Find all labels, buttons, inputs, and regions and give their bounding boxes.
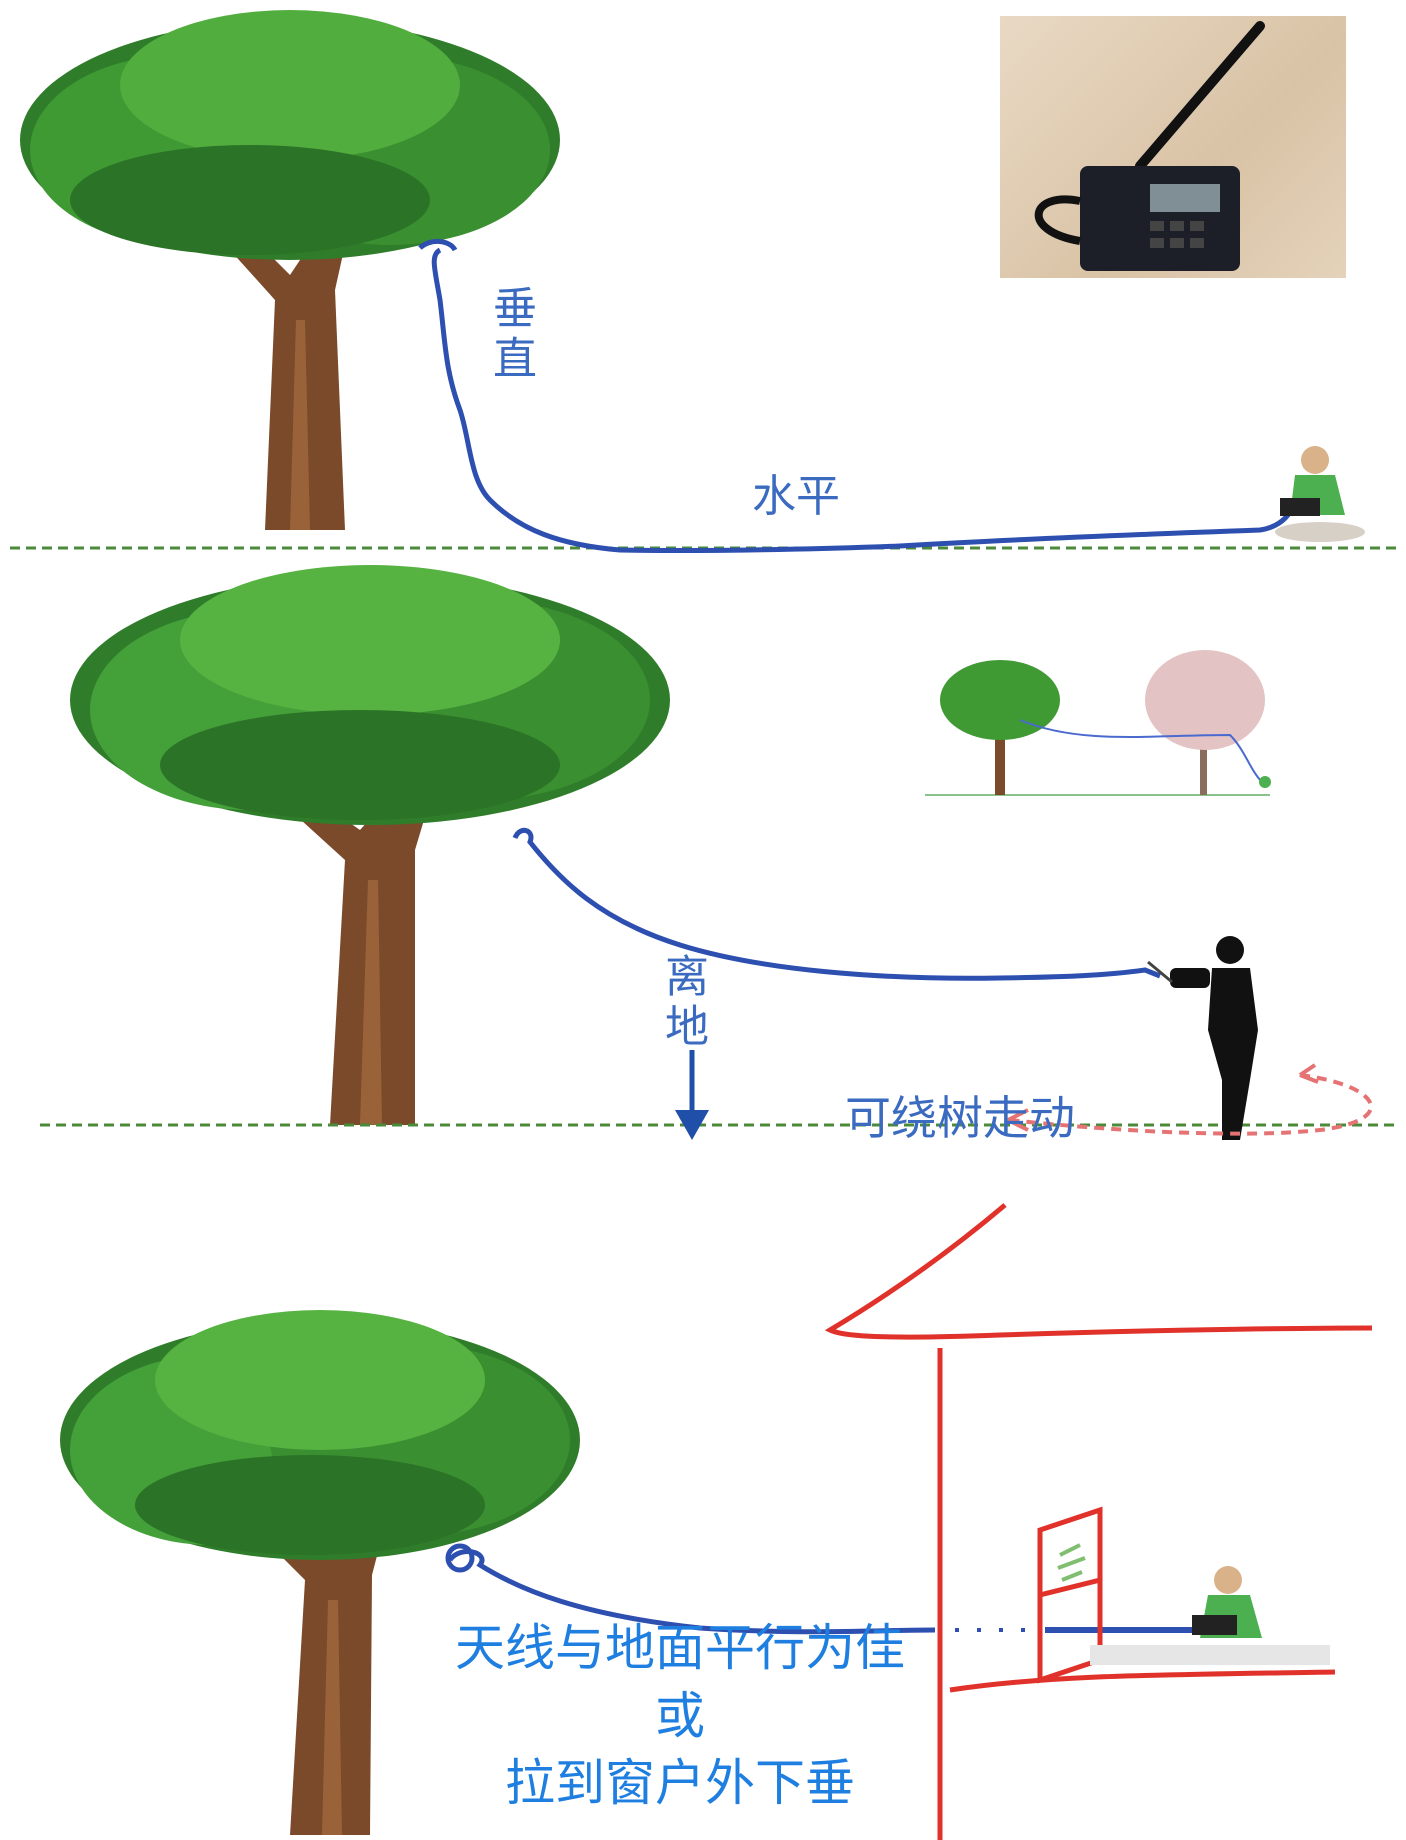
note-block: 天线与地面平行为佳 或 拉到窗户外下垂	[420, 1615, 940, 1818]
sitting-person-1	[1275, 446, 1365, 542]
antenna-wire-1	[431, 247, 1293, 554]
note-line-2: 或	[655, 1686, 705, 1745]
panel-horizontal-setup: 垂直 水平	[0, 0, 1406, 560]
window-glass	[1057, 1543, 1086, 1582]
label-walk-around: 可绕树走动	[845, 1091, 1075, 1145]
down-arrow	[675, 1050, 709, 1140]
note-line-1: 天线与地面平行为佳	[455, 1619, 905, 1677]
walk-around-arrow	[1007, 1063, 1373, 1136]
radio-photo-inset	[1000, 16, 1346, 278]
antenna-wire-2	[512, 827, 1161, 981]
label-vertical: 垂直	[485, 285, 536, 385]
tree-1	[20, 10, 560, 530]
tree-2	[70, 565, 670, 1125]
panel1-illustration	[10, 10, 1400, 554]
label-off-ground: 离地	[657, 953, 708, 1053]
label-horizontal: 水平	[752, 471, 840, 522]
sitting-person-3	[1090, 1566, 1330, 1665]
panel-window-setup: 天线与地面平行为佳 或 拉到窗户外下垂	[0, 1160, 1406, 1840]
standing-person-silhouette	[1170, 936, 1258, 1140]
panel-off-ground-setup: 离地 可绕树走动	[0, 560, 1406, 1160]
antenna-wire-3	[447, 1549, 936, 1635]
note-line-3: 拉到窗户外下垂	[505, 1754, 855, 1812]
tree-3	[60, 1310, 580, 1835]
thumbnail-two-trees	[925, 650, 1271, 796]
panel2-illustration	[40, 565, 1400, 1140]
panel3-illustration	[60, 1203, 1373, 1840]
